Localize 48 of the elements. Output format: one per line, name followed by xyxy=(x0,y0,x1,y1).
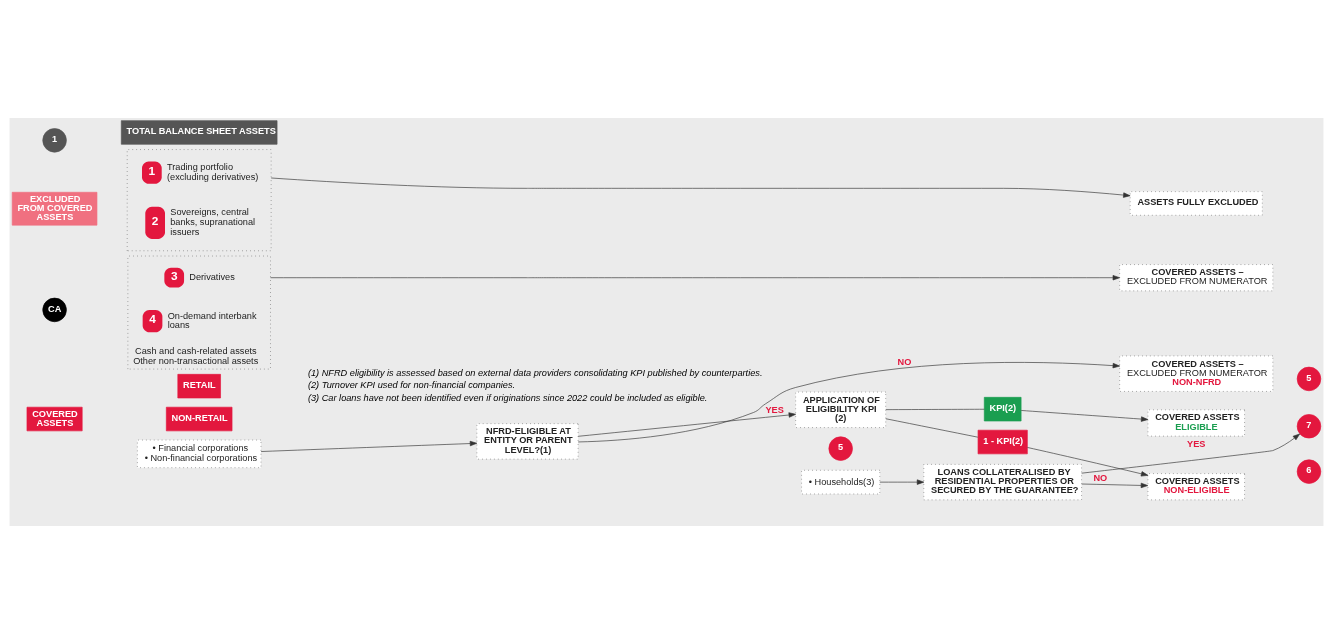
node-box: ASSETS FULLY EXCLUDED xyxy=(1129,191,1263,216)
arrow xyxy=(1081,433,1300,474)
node-label: Derivatives xyxy=(189,272,235,283)
edge-label: YES xyxy=(1187,439,1206,450)
node-box: COVERED ASSETS – EXCLUDED FROM NUMERATOR xyxy=(1119,264,1274,292)
edge-label: YES xyxy=(765,404,784,415)
node-box: RETAIL xyxy=(177,374,221,399)
connector xyxy=(885,408,985,410)
label: (3) Car loans have not been identified even if originations since 2022 could be included as eligible. xyxy=(307,392,708,403)
edge-label: NO xyxy=(897,356,912,367)
node-box: COVERED ASSETS – EXCLUDED FROM NUMERATOR NON-NFRD xyxy=(1119,355,1274,392)
node-circle: 1 xyxy=(42,128,67,153)
node-box: NON-RETAIL xyxy=(166,406,233,432)
node-circle: 6 xyxy=(1296,459,1322,484)
node-box: LOANS COLLATERALISED BY RESIDENTIAL PROPERTIES OR SECURED BY THE GUARANTEE? xyxy=(923,464,1082,501)
node-circle: 5 xyxy=(1296,366,1322,392)
node-label: Sovereigns, central banks, supranational issuers xyxy=(170,207,256,238)
node-box: COVERED ASSETS ELIGIBLE xyxy=(1147,409,1245,437)
node-box: KPI(2) xyxy=(983,397,1022,422)
node-box: 1 - KPI(2) xyxy=(977,429,1028,455)
arrow xyxy=(260,440,478,452)
node-circle: 5 xyxy=(828,436,853,461)
label: (1) NFRD eligibility is assessed based on external data providers consolidating KPI published by counterparties. xyxy=(307,367,763,378)
cluster xyxy=(126,149,272,252)
arrow xyxy=(577,412,796,437)
node-box: 2 xyxy=(145,206,165,239)
node-box: APPLICATION OF ELIGIBILITY KPI (2) xyxy=(795,391,887,428)
arrow xyxy=(1027,447,1149,477)
arrow xyxy=(1081,482,1149,489)
connector xyxy=(885,418,979,438)
node-box: EXCLUDED FROM COVERED ASSETS xyxy=(11,191,98,226)
node-label: On-demand interbank loans xyxy=(167,310,257,331)
arrow xyxy=(577,362,1120,443)
node-box: COVERED ASSETS xyxy=(26,406,83,432)
arrow xyxy=(1020,410,1149,422)
arrow xyxy=(270,177,1131,198)
node-box: COVERED ASSETS NON-ELIGIBLE xyxy=(1147,473,1245,501)
node-box: • Financial corporations • Non-financial corporations xyxy=(137,439,262,468)
node-circle: 7 xyxy=(1296,414,1322,439)
edge-label: NO xyxy=(1093,472,1108,483)
node-box: TOTAL BALANCE SHEET ASSETS xyxy=(120,120,278,145)
arrow xyxy=(879,479,925,485)
arrow xyxy=(270,275,1120,281)
label: (2) Turnover KPI used for non-financial companies. xyxy=(307,380,516,391)
node-label: Trading portfolio (excluding derivatives) xyxy=(166,162,259,182)
node-box: NFRD-ELIGIBLE AT ENTITY OR PARENT LEVEL?(1) xyxy=(476,423,579,460)
node-box: • Households(3) xyxy=(801,469,881,495)
node-circle: CA xyxy=(42,297,67,323)
